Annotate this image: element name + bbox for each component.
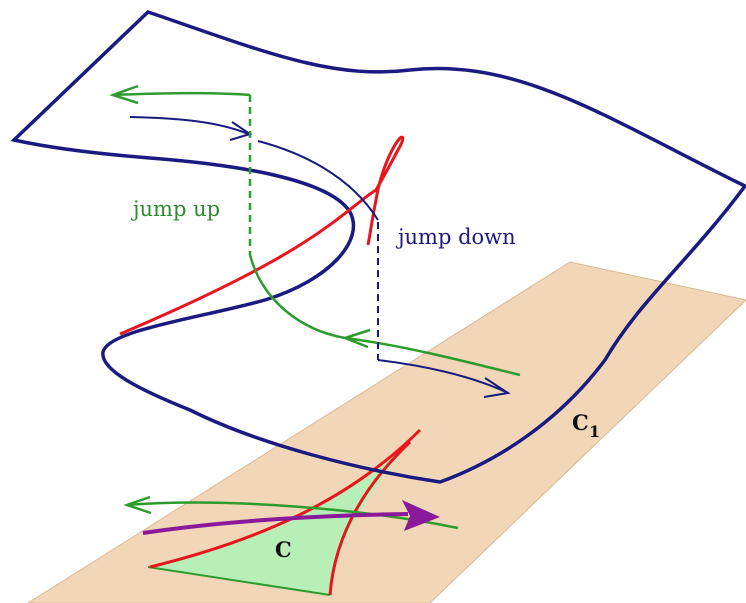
jump-up-label: jump up xyxy=(130,197,220,221)
fold-curve xyxy=(119,135,405,336)
c-label: C xyxy=(275,537,292,562)
arrowhead-icon xyxy=(123,495,152,515)
cusp-region-base-edge xyxy=(147,566,331,596)
arrowhead-icon xyxy=(483,377,511,398)
filled-arrowhead-icon xyxy=(402,500,440,531)
lower-blue-trajectory xyxy=(377,359,509,394)
arrowhead-icon xyxy=(341,328,371,349)
top-green-trajectory xyxy=(112,91,251,97)
cusp-region xyxy=(148,430,420,595)
arrowhead-icon xyxy=(109,84,139,105)
projected-flow-arrow xyxy=(142,512,409,535)
upper-sheet-trajectory xyxy=(129,116,249,135)
c1-label: C xyxy=(572,410,589,435)
surface-outline xyxy=(10,10,746,484)
c1-subscript: 1 xyxy=(589,422,600,441)
jump-down-label: jump down xyxy=(395,225,516,249)
cusp-curve-right xyxy=(328,440,412,596)
upper-sheet-trajectory-continued xyxy=(257,140,379,221)
base-plane xyxy=(27,261,746,603)
cusp-curve-left xyxy=(149,428,422,569)
